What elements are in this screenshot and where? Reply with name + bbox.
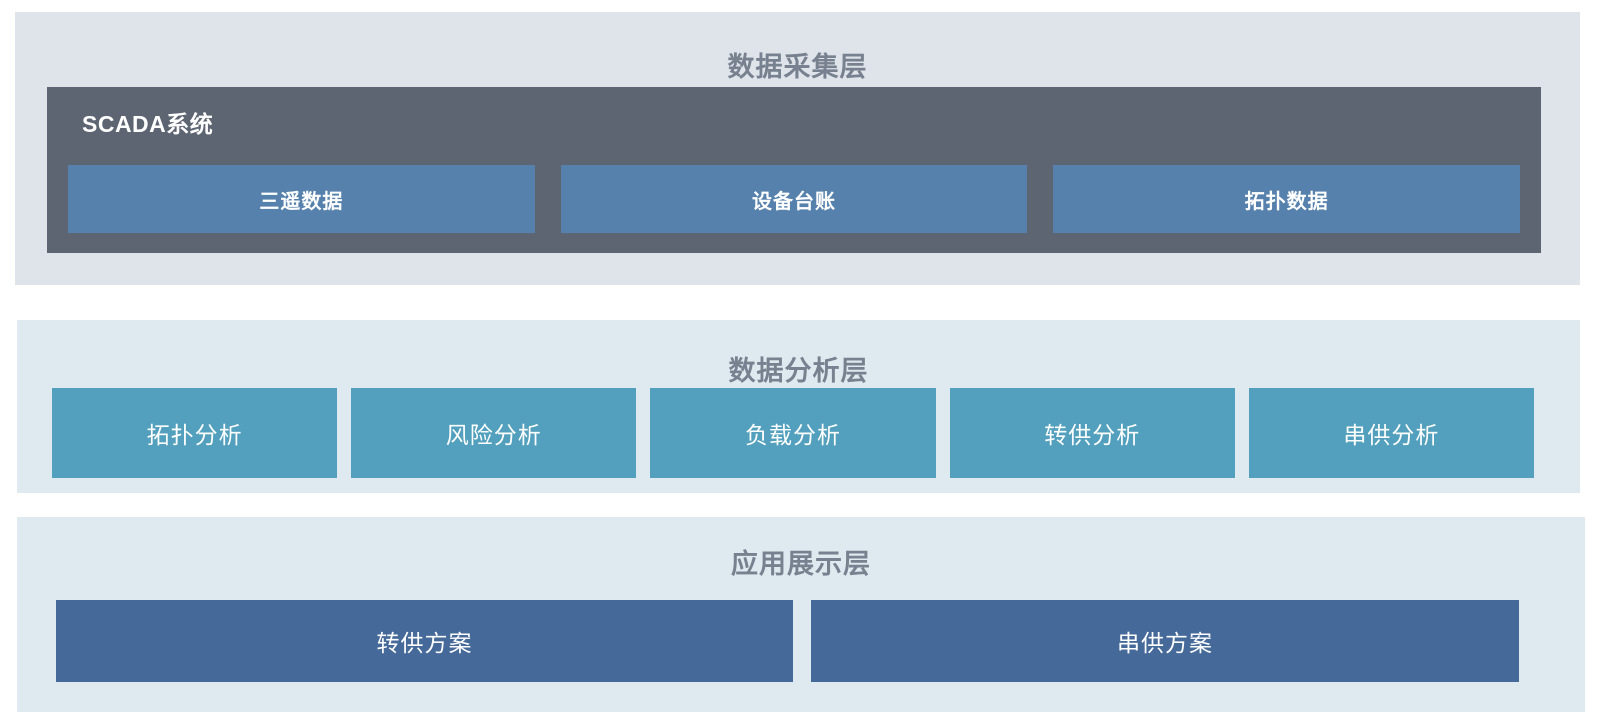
analysis-box-risk[interactable]: 风险分析 (351, 388, 637, 478)
application-box-series-supply-plan[interactable]: 串供方案 (811, 600, 1519, 682)
analysis-children-row: 拓扑分析 风险分析 负载分析 转供分析 串供分析 (52, 388, 1535, 478)
group-label-scada: SCADA系统 (82, 111, 214, 137)
analysis-box-load[interactable]: 负载分析 (650, 388, 936, 478)
source-box-three-remote[interactable]: 三遥数据 (68, 165, 535, 233)
scada-children-row: 三遥数据 设备台账 拓扑数据 (68, 165, 1521, 233)
layer-panel-data-analysis: 数据分析层 拓扑分析 风险分析 负载分析 转供分析 串供分析 (17, 320, 1580, 493)
analysis-box-topology[interactable]: 拓扑分析 (52, 388, 338, 478)
application-children-row: 转供方案 串供方案 (56, 600, 1519, 682)
group-box-scada[interactable]: SCADA系统 三遥数据 设备台账 拓扑数据 (47, 87, 1541, 253)
analysis-box-series-supply[interactable]: 串供分析 (1248, 388, 1535, 478)
layer-panel-data-collection: 数据采集层 SCADA系统 三遥数据 设备台账 拓扑数据 (15, 12, 1580, 285)
layer-title-application-display: 应用展示层 (731, 549, 871, 579)
source-box-topology-data[interactable]: 拓扑数据 (1053, 165, 1521, 233)
source-box-equipment-ledger[interactable]: 设备台账 (560, 165, 1028, 233)
application-box-transfer-supply-plan[interactable]: 转供方案 (56, 600, 793, 682)
layer-panel-application-display: 应用展示层 转供方案 串供方案 (17, 517, 1585, 712)
analysis-box-transfer-supply[interactable]: 转供分析 (949, 388, 1235, 478)
layer-title-data-analysis: 数据分析层 (728, 356, 869, 386)
layer-title-data-collection: 数据采集层 (727, 52, 868, 82)
